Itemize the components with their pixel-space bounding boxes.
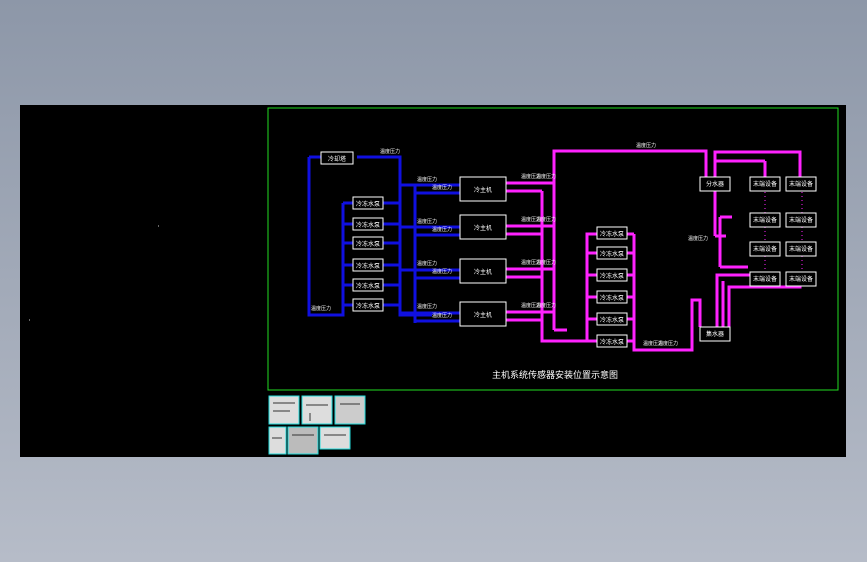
equipment-boxes	[320, 151, 817, 348]
pump-box	[352, 298, 384, 312]
sensor-tag: 温度压力	[521, 216, 541, 223]
chw-pump-label: 冷冻水泵	[600, 250, 624, 258]
sensor-tag: 温度压力	[417, 303, 437, 310]
collector-box	[699, 326, 731, 342]
sensor-tag: 温度压力	[536, 302, 556, 309]
chw-pump-label: 冷冻水泵	[600, 272, 624, 280]
terminal-label: 末端设备	[789, 180, 813, 188]
sensor-tag: 温度压力	[636, 142, 656, 149]
sensor-tag: 温度压力	[536, 259, 556, 266]
chw-pump-box	[596, 312, 628, 326]
chiller-box	[459, 301, 507, 327]
pump-box	[352, 258, 384, 272]
pump-box	[352, 278, 384, 292]
chw-pump-label: 冷冻水泵	[600, 230, 624, 238]
cooling-tower-box	[320, 151, 354, 165]
sensor-tag: 温度压力	[521, 259, 541, 266]
sensor-tag: 温度压力	[417, 218, 437, 225]
pump-label: 冷冻水泵	[356, 302, 380, 310]
box-labels: 冷却塔 冷冻水泵 冷冻水泵 冷冻水泵 冷冻水泵 冷冻水泵 冷冻水泵 冷主机 冷主…	[328, 155, 813, 346]
chw-pump-label: 冷冻水泵	[600, 294, 624, 302]
terminal-box	[785, 212, 817, 228]
sensor-tag: 温度压力	[521, 302, 541, 309]
chiller-label: 冷主机	[474, 268, 492, 276]
sensor-tag: 温度压力	[432, 268, 452, 275]
sensor-tags: 温度压力 温度压力 温度压力 温度压力 温度压力 温度压力 温度压力 温度压力 …	[311, 142, 708, 347]
cad-viewport[interactable]: 冷却塔 冷冻水泵 冷冻水泵 冷冻水泵 冷冻水泵 冷冻水泵 冷冻水泵 冷主机 冷主…	[20, 105, 846, 457]
sensor-tag: 温度压力	[380, 148, 400, 155]
chw-pump-box	[596, 334, 628, 348]
sensor-tag: 温度压力	[432, 184, 452, 191]
pump-label: 冷冻水泵	[356, 282, 380, 290]
chiller-box	[459, 176, 507, 202]
drawing-frame	[267, 107, 839, 391]
sensor-tag: 温度压力	[658, 340, 678, 347]
terminal-label: 末端设备	[789, 275, 813, 283]
terminal-box	[785, 271, 817, 287]
chw-pump-box	[596, 226, 628, 240]
cooling-tower-label: 冷却塔	[328, 155, 346, 163]
stray-mark	[158, 225, 159, 227]
terminal-box	[749, 241, 781, 257]
chw-pump-label: 冷冻水泵	[600, 316, 624, 324]
schematic-drawing: 冷却塔 冷冻水泵 冷冻水泵 冷冻水泵 冷冻水泵 冷冻水泵 冷冻水泵 冷主机 冷主…	[29, 107, 839, 455]
sensor-tag: 温度压力	[536, 216, 556, 223]
divider-box	[699, 176, 731, 192]
sensor-tag: 温度压力	[688, 235, 708, 242]
sensor-tag: 温度压力	[432, 226, 452, 233]
pump-box	[352, 236, 384, 250]
chw-pump-box	[596, 246, 628, 260]
condenser-water-loop	[307, 155, 460, 323]
pump-label: 冷冻水泵	[356, 240, 380, 248]
chiller-label: 冷主机	[474, 311, 492, 319]
terminal-label: 末端设备	[753, 216, 777, 224]
pump-box	[352, 196, 384, 210]
terminal-box	[749, 212, 781, 228]
chw-pump-label: 冷冻水泵	[600, 338, 624, 346]
collector-label: 集水器	[706, 330, 724, 338]
terminal-label: 末端设备	[753, 245, 777, 253]
terminal-box	[749, 176, 781, 192]
sensor-tag: 温度压力	[432, 312, 452, 319]
terminal-label: 末端设备	[789, 245, 813, 253]
sensor-tag: 温度压力	[536, 173, 556, 180]
chw-pump-box	[596, 268, 628, 282]
pump-label: 冷冻水泵	[356, 200, 380, 208]
pump-label: 冷冻水泵	[356, 262, 380, 270]
terminal-dotted-links	[764, 192, 803, 272]
divider-label: 分水器	[706, 180, 724, 188]
sheet-thumbnails	[268, 395, 366, 455]
chiller-box	[459, 258, 507, 284]
terminal-box	[785, 176, 817, 192]
stray-mark	[29, 319, 30, 321]
terminal-label: 末端设备	[753, 275, 777, 283]
sensor-tag: 温度压力	[311, 305, 331, 312]
chiller-label: 冷主机	[474, 186, 492, 194]
sensor-tag: 温度压力	[521, 173, 541, 180]
terminal-box	[785, 241, 817, 257]
terminal-label: 末端设备	[789, 216, 813, 224]
pump-label: 冷冻水泵	[356, 221, 380, 229]
sensor-tag: 温度压力	[643, 340, 663, 347]
chilled-water-loop	[506, 149, 802, 352]
chiller-label: 冷主机	[474, 224, 492, 232]
sensor-tag: 温度压力	[417, 176, 437, 183]
pump-box	[352, 217, 384, 231]
chw-pump-box	[596, 290, 628, 304]
terminal-box	[749, 271, 781, 287]
sensor-tag: 温度压力	[417, 260, 437, 267]
chiller-box	[459, 214, 507, 240]
drawing-title: 主机系统传感器安装位置示意图	[492, 369, 618, 381]
terminal-label: 末端设备	[753, 180, 777, 188]
